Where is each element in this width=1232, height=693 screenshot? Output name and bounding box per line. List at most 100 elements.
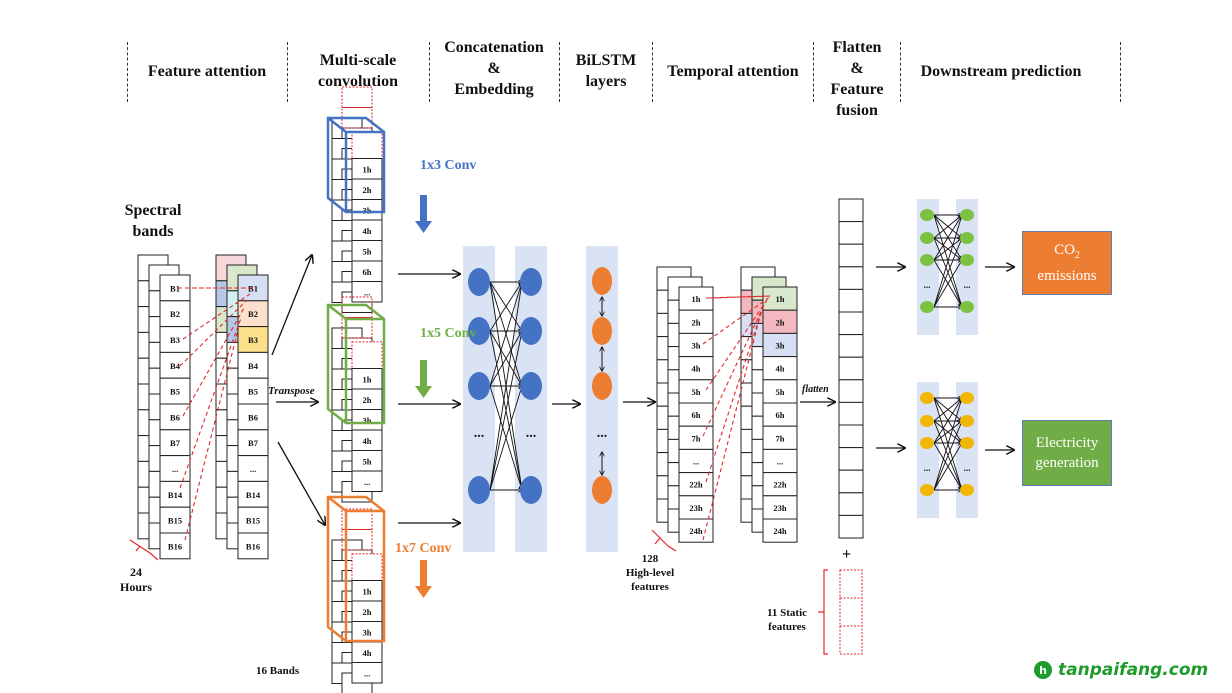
conv-1x3-cell-label: 3h bbox=[363, 205, 372, 215]
dense-connection bbox=[489, 282, 522, 387]
conv-1x3-cell-label: 4h bbox=[363, 226, 372, 236]
flattened-vector-cell bbox=[838, 198, 864, 223]
attention-link bbox=[179, 299, 248, 367]
embedding-ellipsis: ... bbox=[474, 426, 485, 441]
attention-link bbox=[179, 317, 242, 489]
spectral-band-cell-label: B1 bbox=[170, 283, 180, 293]
conv-1x5-padding-cell bbox=[351, 341, 383, 370]
weighted-state-cell-label: 2h bbox=[776, 317, 785, 327]
flattened-vector-cell bbox=[838, 266, 864, 290]
weighted-band-cell bbox=[237, 429, 269, 457]
electricity-head-dense-connection bbox=[933, 421, 962, 491]
header-text: BiLSTM bbox=[575, 52, 637, 69]
weighted-state-cell-label: ... bbox=[777, 457, 783, 467]
conv-1x7-kernel-cube-edge bbox=[327, 496, 384, 641]
dense-connection bbox=[489, 282, 522, 332]
embedding-ellipsis: ... bbox=[526, 426, 537, 441]
electricity-head-dense-connection bbox=[933, 398, 962, 422]
conv-1x7-cell bbox=[351, 662, 383, 684]
weighted-band-cell-label: B16 bbox=[246, 541, 260, 551]
dense-connection bbox=[489, 331, 522, 387]
dense-connection bbox=[489, 282, 522, 491]
spectral-band-cell bbox=[159, 377, 191, 405]
hours-bracket bbox=[129, 539, 159, 561]
conv-1x5-cell bbox=[351, 470, 383, 492]
spectral-band-cell-label: B6 bbox=[170, 412, 180, 422]
section-separator bbox=[287, 42, 288, 102]
conv-1x5-padding-cell bbox=[341, 317, 373, 339]
weighted-band-cell bbox=[237, 480, 269, 508]
bilstm-ellipsis: ... bbox=[597, 426, 608, 441]
co2-head-dense-connection bbox=[933, 215, 962, 261]
features-bracket bbox=[651, 529, 677, 552]
header-text: Feature attention bbox=[147, 63, 267, 80]
electricity-generation-output: Electricity generation bbox=[1022, 420, 1112, 486]
conv-1x7-padding-cell bbox=[341, 529, 373, 551]
conv-1x7-padding-cell bbox=[341, 508, 373, 530]
transpose-arrow-up bbox=[271, 255, 312, 356]
conv-1x3-cell-label: 6h bbox=[363, 267, 372, 277]
head-ellipsis: ... bbox=[964, 280, 971, 290]
head-ellipsis: ... bbox=[924, 463, 931, 473]
hidden-state-cell-label: 5h bbox=[692, 387, 701, 397]
embedding-node bbox=[468, 268, 490, 296]
bilstm-node bbox=[592, 317, 612, 345]
electricity-head-node bbox=[960, 392, 974, 404]
flattened-vector-cell bbox=[838, 514, 864, 539]
header-text: Multi-scale bbox=[319, 52, 397, 69]
weighted-band-cell bbox=[237, 506, 269, 534]
conv-1x5-stride-arrow-head bbox=[415, 386, 432, 398]
head-ellipsis: ... bbox=[924, 280, 931, 290]
hidden-state-cell-label: 6h bbox=[692, 410, 701, 420]
spectral-band-cell bbox=[159, 429, 191, 457]
header-downstream-prediction: Downstream prediction bbox=[901, 61, 1101, 82]
header-text: Downstream prediction bbox=[920, 63, 1082, 80]
transpose-label: Transpose bbox=[268, 385, 315, 397]
embedding-node bbox=[468, 476, 490, 504]
conv-1x7-cell-label: 3h bbox=[363, 627, 372, 637]
electricity-head-node bbox=[920, 484, 934, 496]
static-features-label: 11 Static features bbox=[752, 606, 822, 634]
section-separator bbox=[652, 42, 653, 102]
conv-1x7-stride-arrow-head bbox=[415, 586, 432, 598]
label-text: Electricity bbox=[1035, 435, 1099, 451]
weighted-band-cell bbox=[237, 403, 269, 431]
electricity-head-layer-band bbox=[917, 382, 939, 518]
watermark-text: tanpai bbox=[1058, 660, 1120, 680]
conv-1x7-label: 1x7 Conv bbox=[395, 541, 452, 556]
label-text: 11 Static bbox=[766, 607, 808, 619]
conv-1x3-cell-label: 1h bbox=[363, 164, 372, 174]
section-separator bbox=[813, 42, 814, 102]
co2-head-dense-connection bbox=[933, 215, 962, 239]
conv-1x3-label: 1x3 Conv bbox=[420, 158, 477, 173]
header-text: & bbox=[850, 60, 864, 77]
hidden-state-cell-label: 3h bbox=[692, 341, 701, 351]
electricity-head-dense-connection bbox=[933, 421, 962, 444]
conv-1x3-stride-arrow-head bbox=[415, 221, 432, 233]
weighted-band-cell bbox=[237, 351, 269, 379]
section-separator bbox=[900, 42, 901, 102]
spectral-band-cell-label: B3 bbox=[170, 335, 180, 345]
header-text: Flatten bbox=[832, 39, 882, 56]
embedding-node bbox=[520, 476, 542, 504]
conv-1x5-label: 1x5 Conv bbox=[420, 326, 477, 341]
weighted-state-cell-label: 5h bbox=[776, 387, 785, 397]
weighted-band-cell-label: B2 bbox=[248, 309, 258, 319]
weighted-band-cell-label: B15 bbox=[246, 516, 260, 526]
conv-1x7-cell-label: ... bbox=[364, 668, 370, 678]
attention-link bbox=[709, 295, 773, 299]
conv-1x3-cell-label: 2h bbox=[363, 185, 372, 195]
flattened-vector-cell bbox=[838, 221, 864, 245]
header-temporal-attention: Temporal attention bbox=[653, 61, 813, 82]
label-text: features bbox=[768, 621, 806, 633]
spectral-band-cell-label: B5 bbox=[170, 387, 180, 397]
conv-1x7-kernel-cube bbox=[326, 495, 386, 643]
attention-link bbox=[184, 329, 239, 541]
watermark: h tanpaifang.com bbox=[1034, 660, 1208, 680]
conv-1x5-kernel-cube bbox=[326, 303, 386, 425]
embedding-node bbox=[468, 317, 490, 345]
electricity-head-node bbox=[960, 415, 974, 427]
